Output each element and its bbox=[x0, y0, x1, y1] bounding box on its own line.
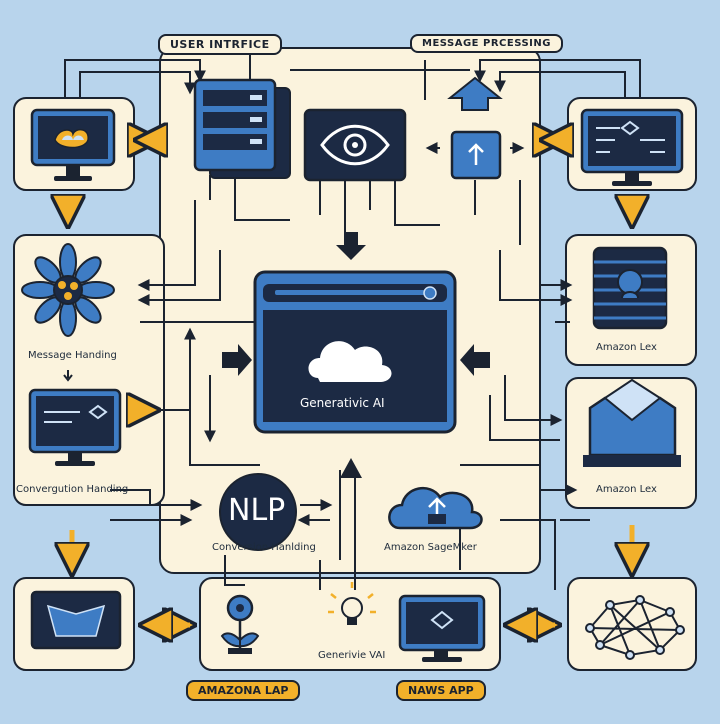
upload-arrow-icon bbox=[425, 76, 525, 180]
nlp-circle bbox=[219, 473, 297, 551]
sagemaker-cloud-icon bbox=[388, 486, 483, 530]
server-stack-icon bbox=[193, 78, 291, 179]
amazon-lex-top-label: Amazon Lex bbox=[596, 342, 657, 353]
sensor-plant-icon bbox=[220, 594, 260, 654]
amazona-lap-badge: AMAZONA LAP bbox=[186, 680, 301, 701]
monitor-icon-bottom bbox=[398, 594, 486, 662]
conversion-handing-left-label: Convergution Handing bbox=[16, 484, 129, 495]
lex-server-icon bbox=[592, 246, 668, 330]
eye-monitor-icon bbox=[303, 108, 407, 182]
block-arrows bbox=[222, 232, 490, 478]
orange-arrows bbox=[68, 140, 632, 625]
amazon-sagemaker-label: Amazon SageMker bbox=[384, 542, 477, 553]
generative-ai-label: Generativic AI bbox=[300, 396, 385, 410]
tablet-icon bbox=[30, 590, 122, 650]
user-interface-tag: USER INTRFICE bbox=[158, 34, 282, 55]
monitor-icon-left-mid bbox=[28, 370, 122, 466]
naws-app-badge: NAWS APP bbox=[396, 680, 486, 701]
message-handing-label: Message Handing bbox=[28, 350, 117, 361]
box-icon bbox=[583, 378, 681, 467]
flower-icon bbox=[21, 243, 115, 337]
generative-ai-small-label: Generivie VAI bbox=[318, 650, 386, 661]
message-processing-tag: MESSAGE PRCESSING bbox=[410, 34, 563, 53]
generative-ai-window bbox=[253, 270, 457, 434]
monitor-icon-right-top bbox=[580, 108, 684, 186]
conversion-handing-center-label: Conversion Hanlding bbox=[212, 542, 316, 553]
network-graph-icon bbox=[585, 595, 685, 660]
lightbulb-icon bbox=[328, 582, 376, 625]
amazon-lex-bottom-label: Amazon Lex bbox=[596, 484, 657, 495]
nlp-label: NLP bbox=[228, 493, 286, 528]
monitor-icon-left-top bbox=[30, 108, 116, 181]
